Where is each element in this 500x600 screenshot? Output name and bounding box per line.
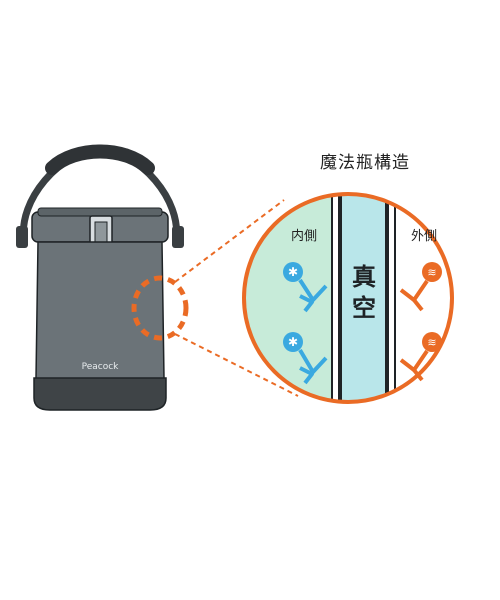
vacuum-gap — [341, 194, 386, 402]
outer-side-label: 外側 — [411, 229, 437, 244]
handle-hinge-right — [172, 226, 184, 248]
svg-text:≋: ≋ — [427, 266, 436, 279]
cold-arrow-2 — [298, 348, 328, 374]
cross-section-outline — [242, 192, 454, 404]
handle-grip — [45, 144, 155, 175]
cross-section: 内側 外側 真 空 ✱ ✱ ≋ — [242, 192, 454, 404]
svg-text:✱: ✱ — [288, 265, 298, 279]
heat-icon: ≋ — [422, 262, 442, 282]
thermos-jar: Peacock — [16, 144, 189, 411]
brand-logo: Peacock — [82, 362, 120, 372]
jar-base — [33, 377, 167, 411]
handle-hinge-left — [16, 226, 28, 248]
heat-icon: ≋ — [422, 332, 442, 352]
zoom-highlight — [131, 275, 189, 341]
svg-text:≋: ≋ — [427, 336, 436, 349]
inner-side-label: 内側 — [291, 228, 317, 244]
cold-icon: ✱ — [283, 332, 303, 352]
vacuum-label-2: 空 — [352, 294, 376, 322]
diagram-title: 魔法瓶構造 — [320, 153, 410, 173]
inner-area — [244, 194, 332, 402]
svg-text:✱: ✱ — [288, 335, 298, 349]
cold-icon: ✱ — [283, 262, 303, 282]
zoom-line-bottom — [174, 333, 299, 397]
cold-arrow-1 — [298, 278, 328, 302]
vacuum-label-1: 真 — [352, 263, 376, 291]
zoom-line-top — [174, 199, 285, 283]
